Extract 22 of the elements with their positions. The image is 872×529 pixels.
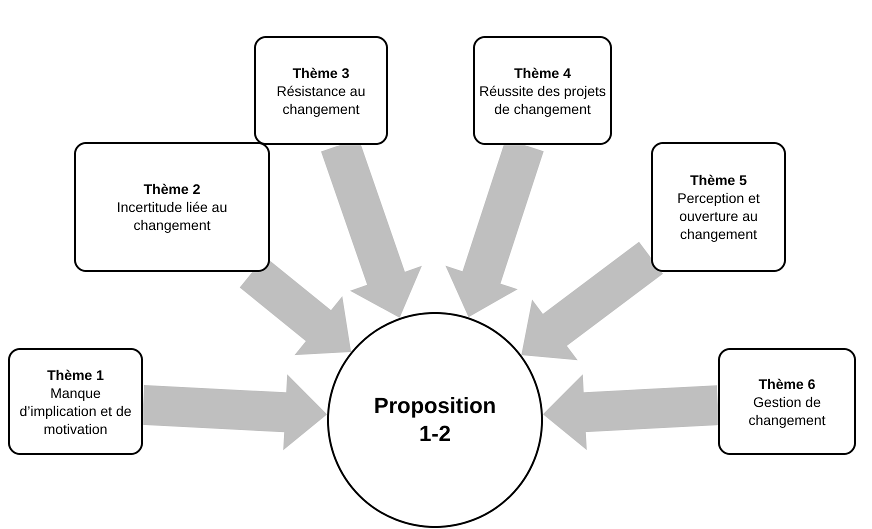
theme-heading: Thème 5 [690,171,747,189]
theme-description: Résistance au changement [276,82,366,118]
theme-box [8,348,143,455]
theme-box [74,142,270,272]
theme-description: Gestion de changement [747,392,827,428]
theme-description: Incertitude liée au changement [116,198,228,234]
theme-heading: Thème 4 [514,64,571,82]
theme-box [254,36,388,145]
theme-heading: Thème 6 [758,374,816,392]
theme-heading: Thème 2 [144,180,200,198]
block-arrow [142,374,328,450]
block-arrow [542,374,719,450]
theme-heading: Thème 3 [292,64,350,82]
theme-box [473,36,612,145]
theme-description: Réussite des projets de changement [479,82,606,118]
theme-box [718,348,856,455]
theme-box [651,142,786,272]
block-arrow [521,242,663,360]
theme-heading: Thème 1 [47,366,104,384]
proposition-label: Proposition 1-2 [372,392,498,448]
theme-description: Perception et ouverture au changement [676,189,761,243]
theme-description: Manque d’implication et de motivation [18,384,133,438]
